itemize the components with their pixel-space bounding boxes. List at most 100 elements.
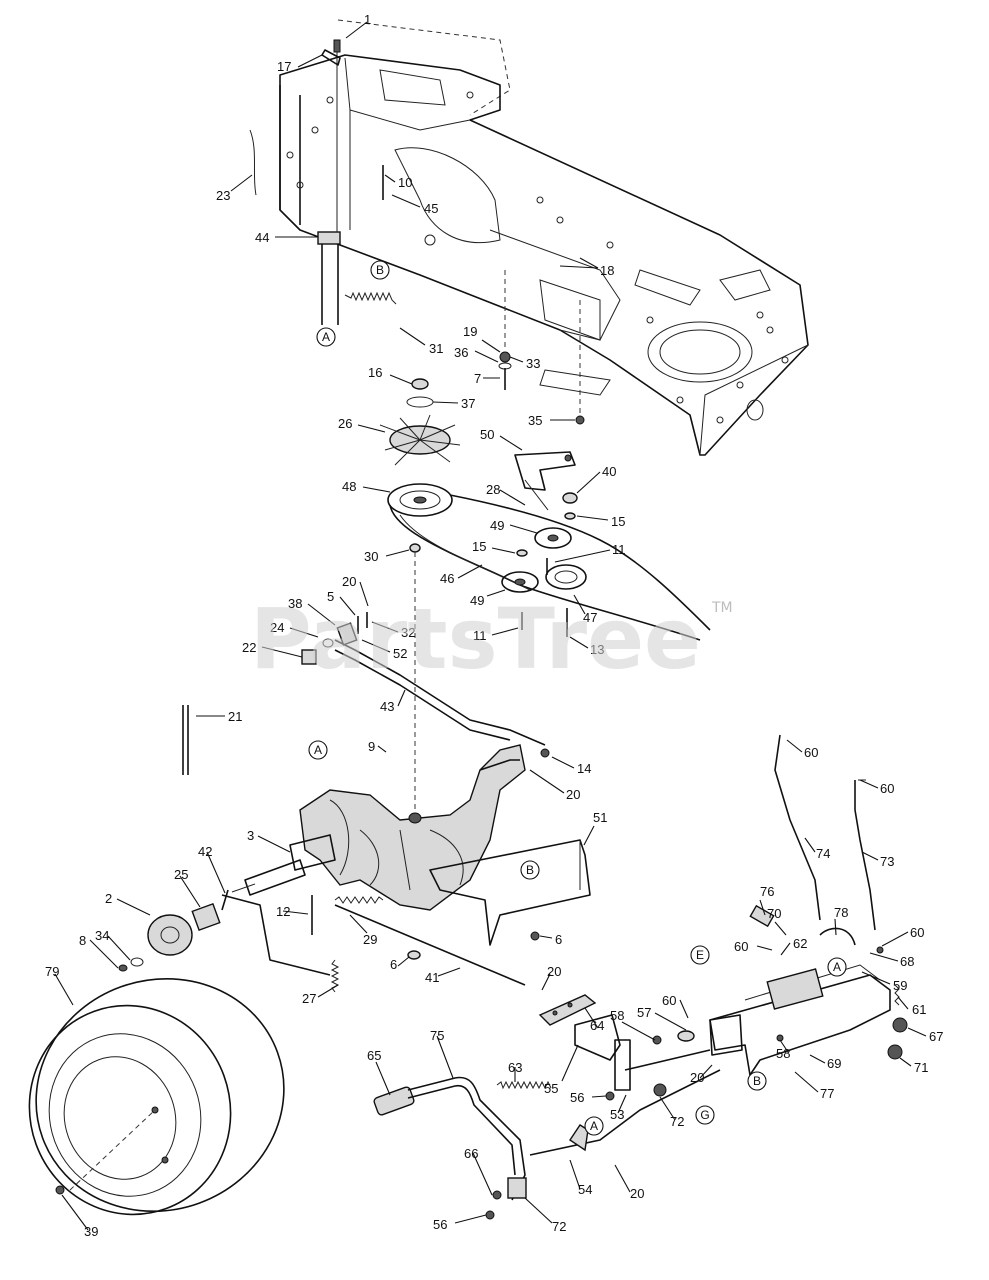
leader-lines [54, 21, 927, 1231]
ref-marker: B [526, 863, 534, 877]
callout-label: 3 [247, 828, 254, 843]
callout-label: 43 [380, 699, 394, 714]
callout-label: 54 [578, 1182, 592, 1197]
callout-label: 20 [690, 1070, 704, 1085]
upper-small-parts [249, 39, 585, 425]
callout-labels: 1 17 23 10 45 44 18 31 19 36 33 7 16 37 … [45, 12, 943, 1239]
callout-label: 31 [429, 341, 443, 356]
callout-label: 36 [454, 345, 468, 360]
callout-label: 20 [547, 964, 561, 979]
callout-label: 20 [630, 1186, 644, 1201]
callout-label: 60 [662, 993, 676, 1008]
callout-label: 49 [490, 518, 504, 533]
callout-label: 68 [900, 954, 914, 969]
callout-label: 18 [600, 263, 614, 278]
ref-marker: A [833, 960, 841, 974]
watermark-trademark: TM [711, 600, 733, 616]
ref-marker: B [376, 263, 384, 277]
callout-label: 71 [914, 1060, 928, 1075]
callout-label: 60 [734, 939, 748, 954]
callout-label: 74 [816, 846, 830, 861]
callout-label: 39 [84, 1224, 98, 1239]
callout-label: 17 [277, 59, 291, 74]
callout-label: 6 [555, 932, 562, 947]
callout-label: 44 [255, 230, 269, 245]
callout-label: 6 [390, 957, 397, 972]
ref-marker: A [314, 743, 322, 757]
pedal-levers [749, 734, 876, 946]
ref-marker: A [590, 1119, 598, 1133]
callout-label: 73 [880, 854, 894, 869]
callout-label: 34 [95, 928, 109, 943]
callout-label: 58 [776, 1046, 790, 1061]
callout-label: 11 [473, 628, 487, 643]
callout-label: 20 [342, 574, 356, 589]
callout-label: 62 [793, 936, 807, 951]
callout-label: 45 [424, 201, 438, 216]
callout-label: 30 [364, 549, 378, 564]
callout-label: 13 [590, 642, 604, 657]
callout-label: 32 [401, 625, 415, 640]
callout-label: 2 [105, 891, 112, 906]
callout-label: 57 [637, 1005, 651, 1020]
lower-springs-rods [221, 889, 540, 993]
callout-label: 40 [602, 464, 616, 479]
callout-label: 61 [912, 1002, 926, 1017]
fan [379, 414, 461, 466]
callout-label: 24 [270, 620, 284, 635]
ref-marker: B [753, 1074, 761, 1088]
callout-label: 72 [552, 1219, 566, 1234]
callout-label: 26 [338, 416, 352, 431]
callout-label: 37 [461, 396, 475, 411]
callout-label: 22 [242, 640, 256, 655]
callout-label: 69 [827, 1056, 841, 1071]
callout-label: 56 [433, 1217, 447, 1232]
callout-label: 56 [570, 1090, 584, 1105]
callout-label: 19 [463, 324, 477, 339]
shift-linkage [182, 612, 550, 775]
callout-label: 1 [364, 12, 371, 27]
callout-label: 60 [880, 781, 894, 796]
callout-label: 5 [327, 589, 334, 604]
callout-label: 15 [611, 514, 625, 529]
callout-label: 67 [929, 1029, 943, 1044]
callout-label: 51 [593, 810, 607, 825]
ref-marker: E [696, 948, 704, 962]
callout-label: 15 [472, 539, 486, 554]
callout-label: 78 [834, 905, 848, 920]
callout-label: 10 [398, 175, 412, 190]
callout-label: 64 [590, 1018, 604, 1033]
drive-pulley-assembly [379, 378, 711, 810]
callout-label: 72 [670, 1114, 684, 1129]
callout-label: 46 [440, 571, 454, 586]
callout-label: 49 [470, 593, 484, 608]
callout-label: 60 [910, 925, 924, 940]
reference-markers: A B A B E A B G A [308, 260, 847, 1136]
callout-label: 60 [804, 745, 818, 760]
callout-label: 53 [610, 1107, 624, 1122]
callout-label: 7 [474, 371, 481, 386]
frame-chassis [279, 19, 809, 456]
callout-label: 75 [430, 1028, 444, 1043]
callout-label: 76 [760, 884, 774, 899]
callout-label: 41 [425, 970, 439, 985]
pedal-assembly [373, 994, 743, 1220]
callout-label: 52 [393, 646, 407, 661]
ref-marker: A [322, 330, 330, 344]
callout-label: 35 [528, 413, 542, 428]
callout-label: 27 [302, 991, 316, 1006]
callout-label: 25 [174, 867, 188, 882]
callout-label: 79 [45, 964, 59, 979]
frame-holes [286, 91, 789, 424]
callout-label: 9 [368, 739, 375, 754]
callout-label: 47 [583, 610, 597, 625]
callout-label: 11 [612, 542, 626, 557]
pedal-bracket [709, 946, 908, 1076]
callout-label: 14 [577, 761, 591, 776]
callout-label: 59 [893, 978, 907, 993]
callout-label: 29 [363, 932, 377, 947]
callout-label: 63 [508, 1060, 522, 1075]
callout-label: 65 [367, 1048, 381, 1063]
callout-label: 21 [228, 709, 242, 724]
